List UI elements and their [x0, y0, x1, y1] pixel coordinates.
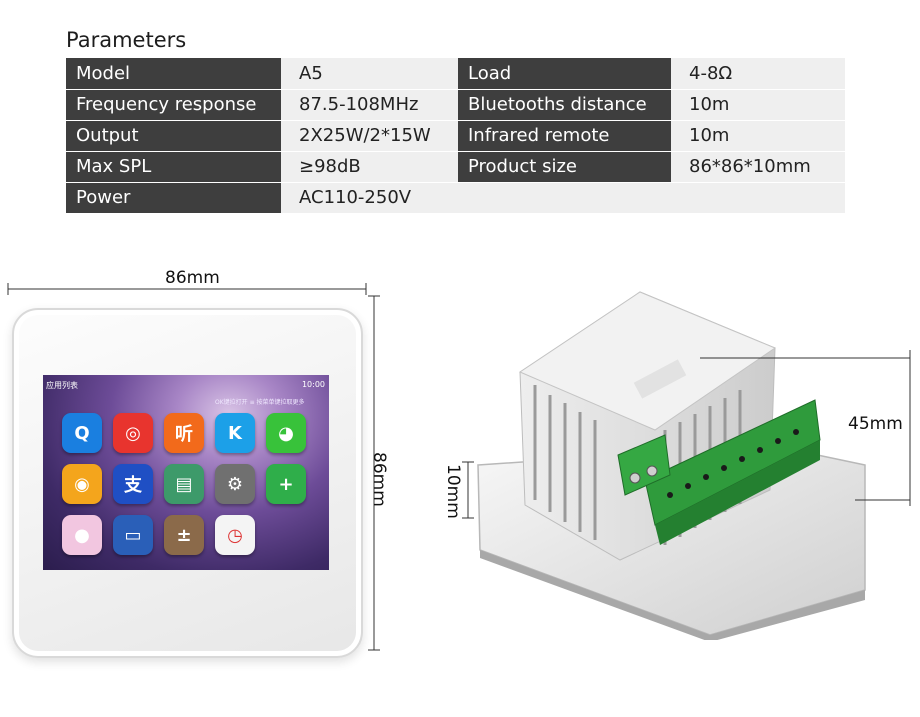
width-label: 86mm: [165, 268, 220, 288]
status-bar: 应用列表 10:00: [46, 378, 325, 392]
param-value: 10m: [671, 89, 845, 121]
width-dimension-line: [7, 283, 367, 295]
thickness-dimension-line: [462, 461, 474, 519]
kugou-icon[interactable]: K: [215, 413, 255, 453]
bubbles-icon[interactable]: ●: [62, 515, 102, 555]
param-key: Bluetooths distance: [458, 89, 671, 121]
wechat-icon[interactable]: ◕: [266, 413, 306, 453]
depth-label: 45mm: [848, 414, 903, 434]
param-value: 86*86*10mm: [671, 151, 845, 183]
table-row: Max SPL ≥98dB Product size 86*86*10mm: [66, 151, 845, 183]
empty-cell: [458, 182, 671, 214]
table-row: Model A5 Load 4-8Ω: [66, 58, 845, 90]
weibo-icon[interactable]: ◉: [62, 464, 102, 504]
calculator-icon[interactable]: ±: [164, 515, 204, 555]
settings-icon[interactable]: ⚙: [215, 464, 255, 504]
height-label: 86mm: [369, 452, 389, 507]
screen-time: 10:00: [301, 380, 325, 389]
radio-icon[interactable]: ▤: [164, 464, 204, 504]
table-row: Output 2X25W/2*15W Infrared remote 10m: [66, 120, 845, 152]
screen-hint: OK键拉打开 ≡ 按菜单键拉取更多: [215, 399, 305, 406]
screen-title: 应用列表: [46, 381, 78, 390]
param-key: Product size: [458, 151, 671, 183]
param-key: Frequency response: [66, 89, 281, 121]
qq-icon[interactable]: Q: [62, 413, 102, 453]
tape-icon[interactable]: ▭: [113, 515, 153, 555]
table-row: Power AC110-250V: [66, 182, 845, 214]
param-value: 87.5-108MHz: [281, 89, 458, 121]
depth-dimension-line: [700, 350, 911, 506]
security-icon[interactable]: +: [266, 464, 306, 504]
param-key: Output: [66, 120, 281, 152]
parameters-table: Model A5 Load 4-8Ω Frequency response 87…: [66, 58, 845, 214]
param-value: 10m: [671, 120, 845, 152]
param-value: 2X25W/2*15W: [281, 120, 458, 152]
param-key: Model: [66, 58, 281, 90]
thickness-label: 10mm: [443, 464, 463, 519]
param-key: Max SPL: [66, 151, 281, 183]
param-value: 4-8Ω: [671, 58, 845, 90]
clock-icon[interactable]: ◷: [215, 515, 255, 555]
param-value: AC110-250V: [281, 182, 458, 214]
alipay-icon[interactable]: 支: [113, 464, 153, 504]
section-title: Parameters: [66, 28, 187, 52]
param-value: A5: [281, 58, 458, 90]
param-key: Infrared remote: [458, 120, 671, 152]
height-dimension-line: [368, 295, 380, 651]
param-key: Load: [458, 58, 671, 90]
back-module-illustration: [477, 291, 866, 640]
table-row: Frequency response 87.5-108MHz Bluetooth…: [66, 89, 845, 121]
listen-app-icon[interactable]: 听: [164, 413, 204, 453]
param-value: ≥98dB: [281, 151, 458, 183]
empty-cell: [671, 182, 845, 214]
param-key: Power: [66, 182, 281, 214]
netease-music-icon[interactable]: ◎: [113, 413, 153, 453]
